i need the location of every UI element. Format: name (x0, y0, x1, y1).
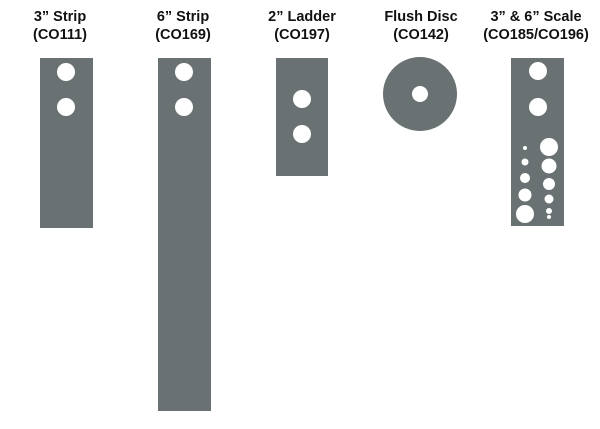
label-2in-ladder: 2” Ladder (CO197) (253, 8, 351, 44)
part-code: (CO185/CO196) (483, 27, 589, 43)
part-title: 3” Strip (33, 9, 87, 25)
flush-disc-body (383, 57, 457, 131)
strip-3in-body (40, 58, 93, 228)
label-flush-disc: Flush Disc (CO142) (373, 8, 469, 44)
scale-3in-6in (511, 58, 564, 226)
part-code: (CO197) (274, 27, 330, 43)
label-6in-strip: 6” Strip (CO169) (138, 8, 228, 44)
part-title: 6” Strip (156, 9, 210, 25)
part-title: 3” & 6” Scale (490, 9, 582, 25)
strip-3in (40, 58, 93, 228)
flush-disc (383, 57, 457, 131)
part-code: (CO169) (155, 27, 211, 43)
ladder-2in (276, 58, 328, 176)
label-3in-strip: 3” Strip (CO111) (15, 8, 105, 44)
part-code: (CO111) (33, 27, 87, 43)
part-title: 2” Ladder (268, 9, 336, 25)
label-scale: 3” & 6” Scale (CO185/CO196) (472, 8, 600, 44)
strip-6in-body (158, 58, 211, 411)
ladder-2in-body (276, 58, 328, 176)
part-code: (CO142) (393, 27, 449, 43)
strip-6in (158, 58, 211, 411)
scale-body (511, 58, 564, 226)
part-title: Flush Disc (384, 9, 458, 25)
